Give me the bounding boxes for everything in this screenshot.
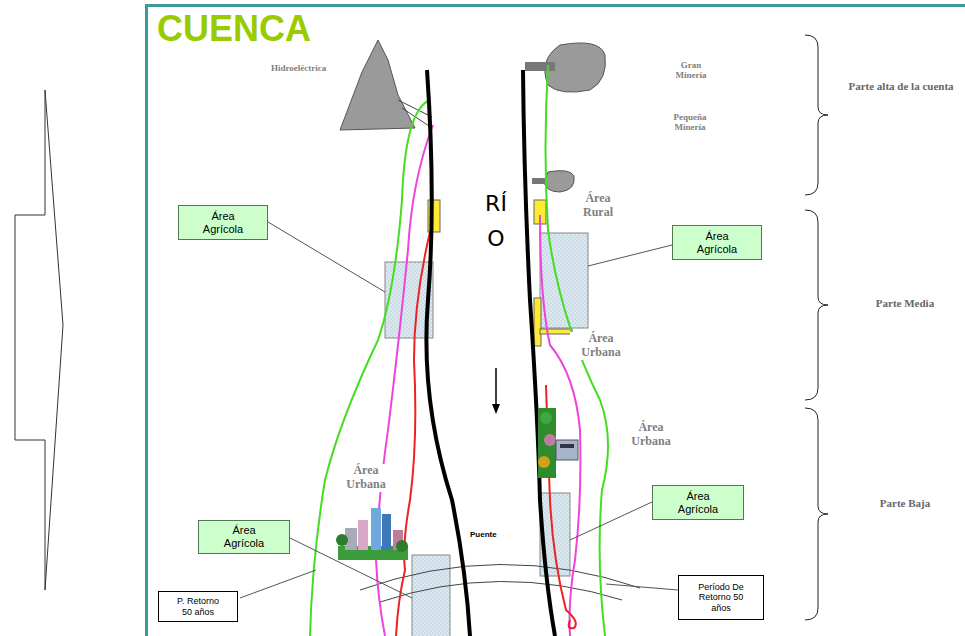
area-label: Área Rural [572,192,624,220]
leader-line [240,222,678,598]
flow-direction [495,368,497,406]
callout-text: Área Agrícola [193,210,253,235]
callout-text: Área Agrícola [687,230,747,255]
callout-box: Área Agrícola [178,205,268,240]
facility-label: Hidroeléctrica [270,63,352,73]
river-bank [523,70,555,636]
facility-label: Pequeña Minería [660,112,720,133]
intake [534,298,541,346]
panel-border [147,6,965,636]
facility-label: Gran Minería [664,60,718,81]
river-label: RÍO [484,186,508,256]
mine-conveyor [532,178,546,184]
callout-box: Área Agrícola [198,520,290,554]
callout-box: Período De Retorno 50 años [678,575,764,620]
area-label: Área Urbana [620,421,682,449]
zone-label: Parte Baja [850,497,960,510]
callout-text: Período De Retorno 50 años [695,582,747,613]
flood-line-green [310,100,430,636]
callout-text: P. Retorno 50 años [172,596,224,617]
area-label: Área Urbana [335,464,397,492]
area-label: Área Urbana [570,332,632,360]
zone-brace [805,35,828,620]
callout-box: Área Agrícola [672,225,762,260]
hydro-mountain [340,40,415,130]
intake [540,329,572,334]
zone-label: Parte alta de la cuenta [840,80,962,93]
small-mine [544,171,574,192]
zone-label: Parte Media [850,297,960,310]
city-icon [538,408,578,478]
bridge [380,581,622,602]
flood-line-red [396,232,430,636]
city-icon [336,508,408,560]
callout-text: Área Agrícola [668,490,728,515]
callout-box: Área Agrícola [652,485,744,520]
river-bank [426,70,470,636]
bridge-label: Puente [469,530,498,539]
flow-direction [492,404,500,414]
callout-box: P. Retorno 50 años [158,591,238,622]
diagram-title: CUENCA [157,8,311,50]
hydro-pipe [398,100,432,128]
agricultural-area [540,233,588,328]
flow-arrow [15,90,63,590]
agricultural-area [412,555,450,636]
callout-text: Área Agrícola [214,524,274,549]
mine-conveyor [525,62,555,71]
